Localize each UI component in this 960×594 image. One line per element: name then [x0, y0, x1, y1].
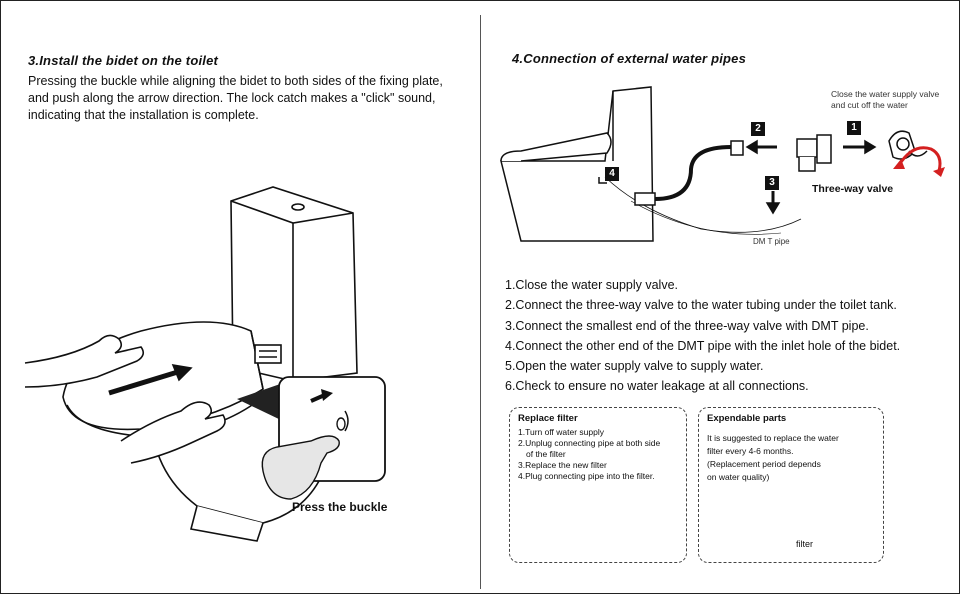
replace-line: of the filter [526, 449, 566, 459]
replace-filter-title: Replace filter [518, 413, 578, 424]
intro-line: Pressing the buckle while aligning the b… [28, 74, 443, 88]
intro-line: indicating that the installation is comp… [28, 108, 259, 122]
expendable-title: Expendable parts [707, 413, 787, 424]
expendable-line: (Replacement period depends [707, 459, 821, 469]
badge-step-1: 1 [847, 121, 861, 135]
step-item: 4.Connect the other end of the DMT pipe … [505, 338, 901, 353]
replace-line: 4.Plug connecting pipe into the filter. [518, 471, 655, 481]
replace-line: 3.Replace the new filter [518, 460, 607, 470]
expendable-parts-box: Expendable parts It is suggested to repl… [698, 407, 884, 563]
three-way-valve-label: Three-way valve [812, 183, 894, 195]
install-instructions: Pressing the buckle while aligning the b… [28, 73, 458, 124]
install-heading: 3.Install the bidet on the toilet [28, 53, 219, 68]
replace-line: 1.Turn off water supply [518, 427, 604, 437]
step-item: 5.Open the water supply valve to supply … [505, 359, 764, 374]
replace-line: 2.Unplug connecting pipe at both side [518, 438, 661, 448]
dmt-pipe-label: DM T pipe [753, 237, 790, 246]
note-line: Close the water supply valve [831, 89, 940, 99]
press-buckle-label: Press the buckle [292, 500, 388, 514]
expendable-line: filter every 4-6 months. [707, 446, 794, 456]
step-item: 6.Check to ensure no water leakage at al… [505, 379, 809, 394]
connection-steps: 1.Close the water supply valve. 2.Connec… [505, 275, 945, 397]
badge-step-2: 2 [751, 122, 765, 136]
filter-label: filter [796, 539, 814, 549]
connection-heading: 4.Connection of external water pipes [512, 51, 747, 66]
close-valve-note: Close the water supply valve and cut off… [831, 89, 939, 111]
intro-line: and push along the arrow direction. The … [28, 91, 436, 105]
step-item: 3.Connect the smallest end of the three-… [505, 318, 869, 333]
column-divider [480, 15, 481, 589]
replace-filter-box: Replace filter 1.Turn off water supply 2… [509, 407, 687, 563]
replace-filter-steps: 1.Turn off water supply 2.Unplug connect… [518, 427, 660, 482]
expendable-text: It is suggested to replace the water fil… [707, 432, 839, 484]
step-item: 2.Connect the three-way valve to the wat… [505, 298, 897, 313]
expendable-line: on water quality) [707, 472, 770, 482]
expendable-line: It is suggested to replace the water [707, 433, 839, 443]
badge-step-3: 3 [765, 176, 779, 190]
step-item: 1.Close the water supply valve. [505, 278, 679, 292]
note-line: and cut off the water [831, 100, 908, 110]
badge-step-4: 4 [605, 167, 619, 181]
toilet-install-illustration [24, 186, 386, 542]
